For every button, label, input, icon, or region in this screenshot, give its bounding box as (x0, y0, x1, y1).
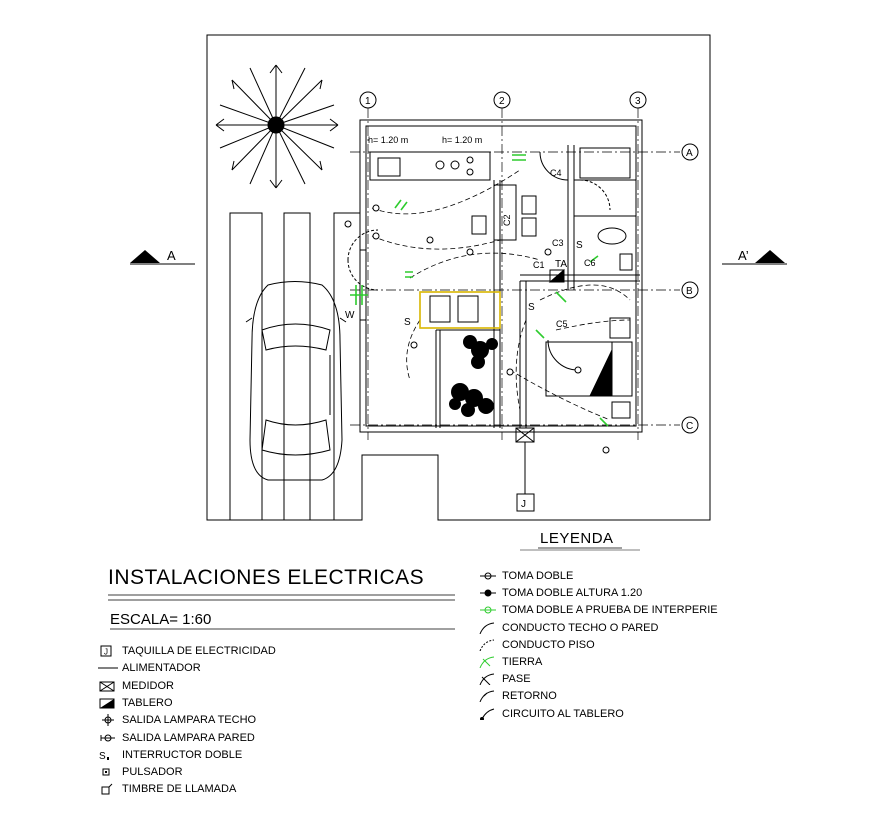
push-button-icon (98, 766, 118, 778)
junction-box-label: J (521, 499, 526, 510)
right-legend-label: CONDUCTO PISO (502, 638, 595, 651)
feeder-line-icon (98, 662, 118, 674)
left-legend-item: PULSADOR (98, 766, 183, 778)
left-legend-label: SALIDA LAMPARA PARED (122, 731, 255, 744)
right-legend-item: CONDUCTO PISO (478, 639, 595, 651)
right-legend-label: TOMA DOBLE (502, 570, 574, 583)
switch-label-3: S (576, 240, 583, 251)
right-legend-item: TOMA DOBLE ALTURA 1.20 (478, 587, 642, 599)
axis-label-a: A (686, 148, 693, 159)
section-label-right: A’ (738, 248, 749, 263)
axis-label-c: C (686, 421, 693, 432)
circuit-label-c2: C2 (502, 214, 512, 226)
left-legend-item: ALIMENTADOR (98, 662, 201, 674)
axis-label-1: 1 (365, 96, 371, 107)
right-legend-item: CIRCUITO AL TABLERO (478, 708, 624, 720)
circuit-label-c4: C4 (550, 168, 562, 178)
meter-icon (98, 680, 118, 692)
left-legend-item: TABLERO (98, 697, 173, 709)
height-label-2: h= 1.20 m (442, 135, 482, 145)
right-legend-label: RETORNO (502, 690, 557, 703)
pass-icon (478, 673, 498, 686)
left-legend-label: MEDIDOR (122, 679, 174, 692)
left-legend-item: S INTERRUCTOR DOBLE (98, 749, 242, 761)
site-boundary (206, 34, 711, 521)
car-symbol (245, 281, 347, 481)
scale-label: ESCALA= 1:60 (110, 611, 212, 628)
page-title: INSTALACIONES ELECTRICAS (108, 566, 425, 589)
switch-label-1: S (404, 317, 411, 328)
garden-shrubs (449, 335, 498, 417)
axis-label-3: 3 (635, 96, 641, 107)
doorbell-icon (98, 783, 118, 795)
axis-label-2: 2 (499, 96, 505, 107)
legend-title: LEYENDA (540, 530, 614, 547)
weatherproof-marks (350, 154, 609, 427)
return-icon (478, 690, 498, 703)
circuit-label-c5: C5 (556, 319, 568, 329)
left-legend-item: J TAQUILLA DE ELECTRICIDAD (98, 645, 276, 657)
right-legend-label: TIERRA (502, 656, 543, 669)
axis-label-b: B (686, 286, 693, 297)
right-legend-item: CONDUCTO TECHO O PARED (478, 622, 658, 634)
left-legend-label: TAQUILLA DE ELECTRICIDAD (122, 645, 276, 658)
left-legend-item: TIMBRE DE LLAMADA (98, 783, 236, 795)
double-outlet-high-icon (478, 587, 498, 599)
height-label-1: h= 1.20 m (368, 135, 408, 145)
circuit-label-c1: C1 (533, 260, 545, 270)
floor-conduit-icon (478, 639, 498, 651)
circuit-label-c6: C6 (584, 258, 596, 268)
panel-label-ta: TA (555, 259, 567, 270)
right-legend-item: TOMA DOBLE A PRUEBA DE INTERPERIE (478, 604, 718, 616)
window-label-w: W (345, 310, 355, 321)
left-legend-label: TIMBRE DE LLAMADA (122, 783, 237, 796)
ceiling-conduit-icon (478, 622, 498, 634)
left-legend-label: TABLERO (122, 696, 173, 709)
left-legend-label: INTERRUCTOR DOBLE (122, 748, 243, 761)
right-legend-item: PASE (478, 673, 531, 686)
left-legend-item: SALIDA LAMPARA PARED (98, 732, 255, 744)
right-legend-label: PASE (502, 673, 531, 686)
double-switch-icon: S (98, 749, 118, 761)
right-legend-item: RETORNO (478, 690, 557, 703)
right-legend-item: TOMA DOBLE (478, 570, 573, 582)
weatherproof-outlet-icon (478, 604, 498, 616)
wall-lamp-icon (98, 732, 118, 744)
right-legend-label: TOMA DOBLE A PRUEBA DE INTERPERIE (502, 604, 718, 617)
left-legend-label: PULSADOR (122, 766, 183, 779)
left-legend-label: SALIDA LAMPARA TECHO (122, 714, 257, 727)
svg-text:J: J (104, 648, 108, 657)
circuit-label-c3: C3 (552, 238, 564, 248)
section-a-arrow (130, 250, 160, 263)
ceiling-lamp-icon (98, 714, 118, 727)
svg-text:S: S (99, 751, 106, 761)
double-outlet-icon (478, 570, 498, 582)
left-legend-item: SALIDA LAMPARA TECHO (98, 714, 257, 727)
tree-symbol (215, 64, 339, 189)
junction-box-icon: J (98, 645, 118, 657)
right-legend-label: CIRCUITO AL TABLERO (502, 707, 624, 720)
section-label-left: A (167, 248, 176, 263)
ground-icon (478, 656, 498, 669)
right-legend-label: TOMA DOBLE ALTURA 1.20 (502, 587, 643, 600)
panel-icon (98, 697, 118, 709)
right-legend-item: TIERRA (478, 656, 543, 669)
section-a-prime-arrow (755, 250, 785, 263)
switch-label-2: S (528, 302, 535, 313)
panel-circuit-icon (478, 708, 498, 720)
left-legend-item: MEDIDOR (98, 680, 174, 692)
left-legend-label: ALIMENTADOR (122, 662, 201, 675)
right-legend-label: CONDUCTO TECHO O PARED (502, 621, 659, 634)
